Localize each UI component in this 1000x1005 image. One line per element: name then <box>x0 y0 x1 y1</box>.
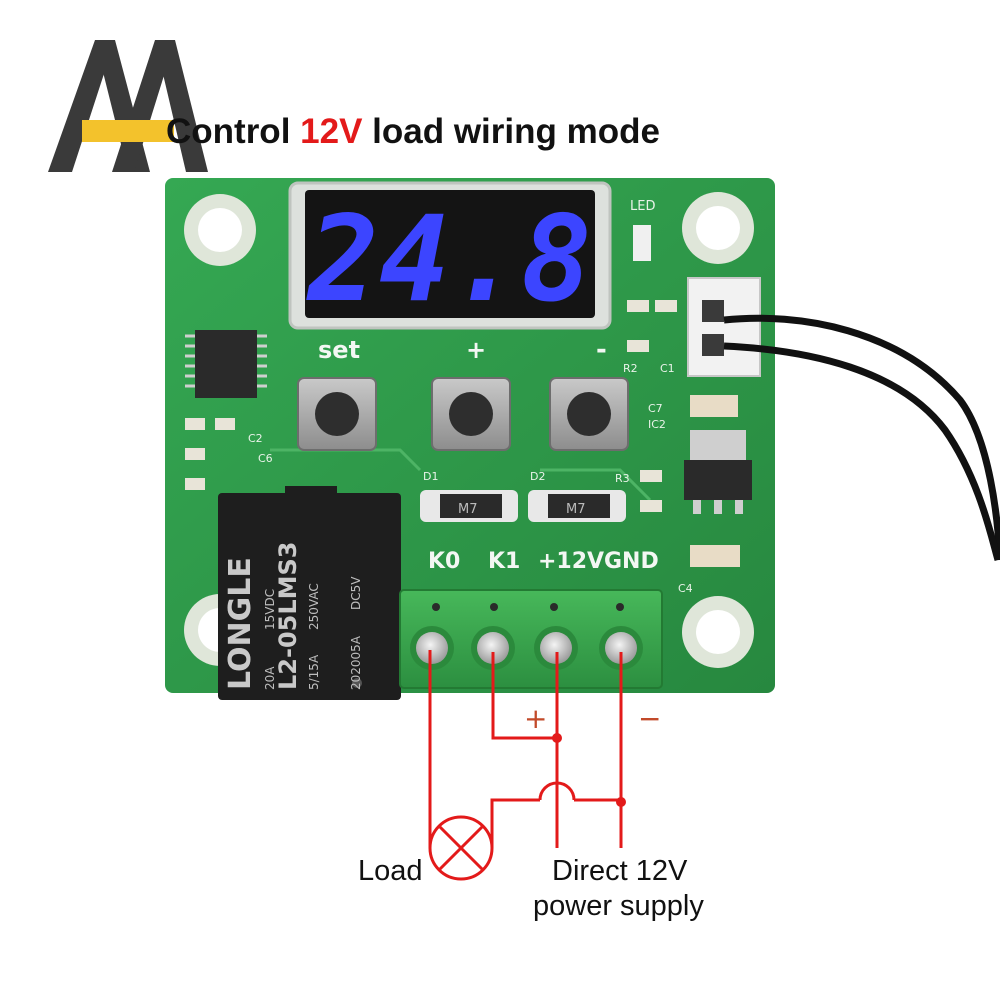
junction-dot <box>552 733 562 743</box>
set-button[interactable] <box>297 377 377 451</box>
label-c7: C7 <box>648 402 663 415</box>
label-c1: C1 <box>660 362 675 375</box>
title-suffix: load wiring mode <box>362 112 660 151</box>
ic-chip <box>185 330 267 398</box>
relay-rating: 5/15A <box>307 654 321 690</box>
relay: LONGLE L2-05LMS3 20A 15VDC 5/15A 250VAC … <box>218 486 401 700</box>
junction-dot <box>616 797 626 807</box>
minus-button[interactable] <box>549 377 629 451</box>
screw-terminal-gnd[interactable] <box>599 626 643 670</box>
relay-rating: 250VAC <box>307 583 321 630</box>
title-prefix: Control <box>166 112 301 151</box>
minus-button-label: - <box>596 335 607 365</box>
temperature-reading: 24.8 <box>306 190 592 328</box>
label-d1: D1 <box>423 470 438 483</box>
label-c2: C2 <box>248 432 263 445</box>
load-label: Load <box>358 855 423 887</box>
relay-rating: 20A <box>263 666 277 690</box>
supply-label-line1: Direct 12V <box>552 855 688 887</box>
terminal-label-gnd: GND <box>604 549 659 574</box>
label-d2: D2 <box>530 470 545 483</box>
diode-mark: M7 <box>566 502 586 517</box>
led-display: 24.8 <box>288 181 612 330</box>
screw-terminal-k1[interactable] <box>471 626 515 670</box>
label-ic2: IC2 <box>648 418 666 431</box>
relay-rating: 15VDC <box>263 589 277 630</box>
supply-label-line2: power supply <box>533 890 704 922</box>
relay-model: L2-05LMS3 <box>274 541 302 690</box>
terminal-label-k1: K1 <box>488 549 520 574</box>
terminal-label-k0: K0 <box>428 549 460 574</box>
relay-rating: 202005A <box>349 635 363 690</box>
label-r3: R3 <box>615 472 630 485</box>
screw-terminal-k0[interactable] <box>410 626 454 670</box>
sensor-cable <box>723 342 1000 562</box>
led-indicator <box>633 225 651 261</box>
mounting-hole <box>184 194 256 266</box>
relay-brand: LONGLE <box>223 557 258 690</box>
sensor-cable <box>723 314 1000 561</box>
set-button-label: set <box>318 336 360 364</box>
voltage-regulator <box>684 430 752 514</box>
diode-d1: M7 <box>420 490 518 522</box>
label-c4: C4 <box>678 582 693 595</box>
terminal-block <box>399 589 663 689</box>
diode-mark: M7 <box>458 502 478 517</box>
page-title: Control 12V load wiring mode <box>166 112 660 152</box>
terminal-label-12v: +12V <box>538 549 604 574</box>
brand-logo <box>48 40 208 172</box>
title-voltage: 12V <box>300 112 363 151</box>
mounting-hole <box>682 192 754 264</box>
screw-terminal-12v[interactable] <box>534 626 578 670</box>
load-lamp-icon <box>428 815 494 881</box>
smd-components <box>185 300 740 567</box>
led-label: LED <box>630 199 655 214</box>
sensor-connector <box>687 277 761 377</box>
mounting-hole <box>682 596 754 668</box>
plus-button[interactable] <box>431 377 511 451</box>
wiring-lines <box>428 650 623 848</box>
relay-rating: DC5V <box>349 576 363 610</box>
minus-sign: − <box>638 702 661 735</box>
plus-button-label: + <box>466 336 486 364</box>
label-c6: C6 <box>258 452 273 465</box>
label-r2: R2 <box>623 362 638 375</box>
diode-d2: M7 <box>528 490 626 522</box>
plus-sign: + <box>524 702 547 735</box>
